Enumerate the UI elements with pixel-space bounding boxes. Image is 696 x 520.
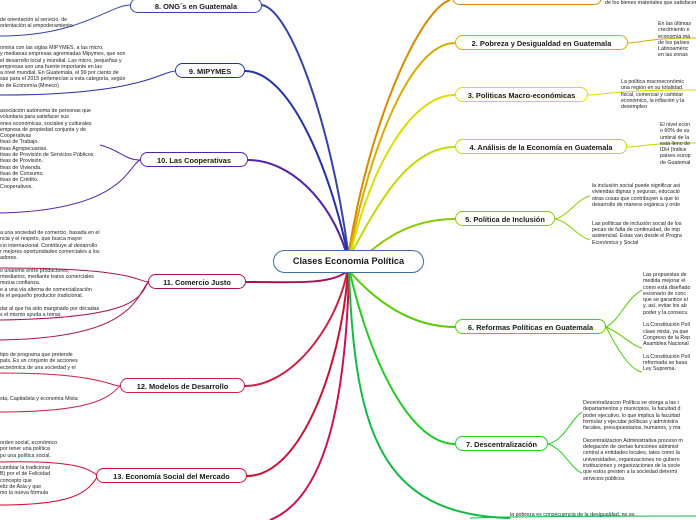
note-inclusion: la inclusión social puede significar asi… xyxy=(592,183,682,246)
note-top-right: de los bienes materiales que satisfacen xyxy=(605,0,696,6)
connector-descentral-note-2 xyxy=(547,443,583,474)
branch-economia-social[interactable]: 13. Economía Social del Mercado xyxy=(96,468,247,483)
connector-social xyxy=(246,272,349,477)
connector-descentral xyxy=(349,272,456,445)
branch-inclusion[interactable]: 5. Política de Inclusión xyxy=(455,211,555,226)
connector-inclusion-note-1 xyxy=(554,195,591,220)
connector-mipymes xyxy=(244,70,348,252)
connector-descentral-note-1 xyxy=(547,411,583,445)
connector-pobreza xyxy=(349,42,456,252)
branch-reformas[interactable]: 6. Reformas Políticas en Guatemala xyxy=(455,319,606,334)
branch-analisis[interactable]: 4. Análisis de la Economía en Guatemala xyxy=(455,139,627,154)
connector-reformas-note-2 xyxy=(605,326,643,349)
connector-social-note-1 xyxy=(0,461,99,477)
connector-ong xyxy=(261,4,349,252)
branch-descentralizacion[interactable]: 7. Descentralización xyxy=(455,436,548,451)
note-mipymes: omina con las siglas MIPYMES, a las micr… xyxy=(0,45,126,89)
connector-bottom-right-note xyxy=(469,515,696,519)
connector-inclusion-note-2 xyxy=(554,218,591,241)
note-comercio-justo: a una sociedad de comercio, basada en el… xyxy=(0,230,100,318)
connector-mipymes-note xyxy=(0,70,176,96)
branch-comercio-justo[interactable]: 11. Comercio Justo xyxy=(148,274,246,289)
connector-bottom-left xyxy=(269,272,350,520)
connector-top-right xyxy=(348,0,451,252)
connector-macro-note xyxy=(587,89,696,96)
connector-analisis-note xyxy=(626,142,696,148)
connector-coop-note-2 xyxy=(0,159,141,214)
connector-analisis xyxy=(351,146,456,253)
connector-macro xyxy=(350,94,456,253)
connector-modelos xyxy=(244,272,348,387)
connector-reformas-note-3 xyxy=(605,326,643,373)
connector-reformas xyxy=(350,272,456,328)
connector-coop xyxy=(247,159,347,253)
note-bottom-right: la pobreza es consecuencia de la desigua… xyxy=(510,512,635,518)
connector-bottom-right xyxy=(348,272,511,519)
branch-ong[interactable]: 8. ONG´s en Guatemala xyxy=(130,0,262,13)
connector-reformas-note-1 xyxy=(605,289,643,328)
connector-comercio xyxy=(245,271,347,284)
connector-coop-note-1 xyxy=(99,144,141,161)
branch-pobreza[interactable]: 2. Pobreza y Desigualdad en Guatemala xyxy=(455,35,628,50)
branch-modelos-desarrollo[interactable]: 12. Modelos de Desarrollo xyxy=(120,378,245,393)
connector-ong-note xyxy=(0,4,131,37)
branch-top-right-partial[interactable] xyxy=(452,0,602,5)
connector-modelos-note-1 xyxy=(0,372,121,387)
connector-comercio-note-3 xyxy=(0,281,149,341)
connector-comercio-note-2 xyxy=(0,281,149,321)
connector-modelos-note-2 xyxy=(0,385,121,413)
connector-comercio-note-1 xyxy=(0,267,149,283)
connector-social-note-2 xyxy=(0,475,99,506)
central-topic[interactable]: Clases Economía Política xyxy=(273,250,424,273)
branch-cooperativas[interactable]: 10. Las Cooperativas xyxy=(140,152,248,167)
branch-mipymes[interactable]: 9. MIPYMES xyxy=(175,63,245,78)
branch-macroeconomicas[interactable]: 3. Políticas Macro-económicas xyxy=(455,87,588,102)
note-descentralizacion: Decentralizacon Política se otorga a las… xyxy=(583,400,683,482)
connector-pobreza-note xyxy=(627,37,696,44)
